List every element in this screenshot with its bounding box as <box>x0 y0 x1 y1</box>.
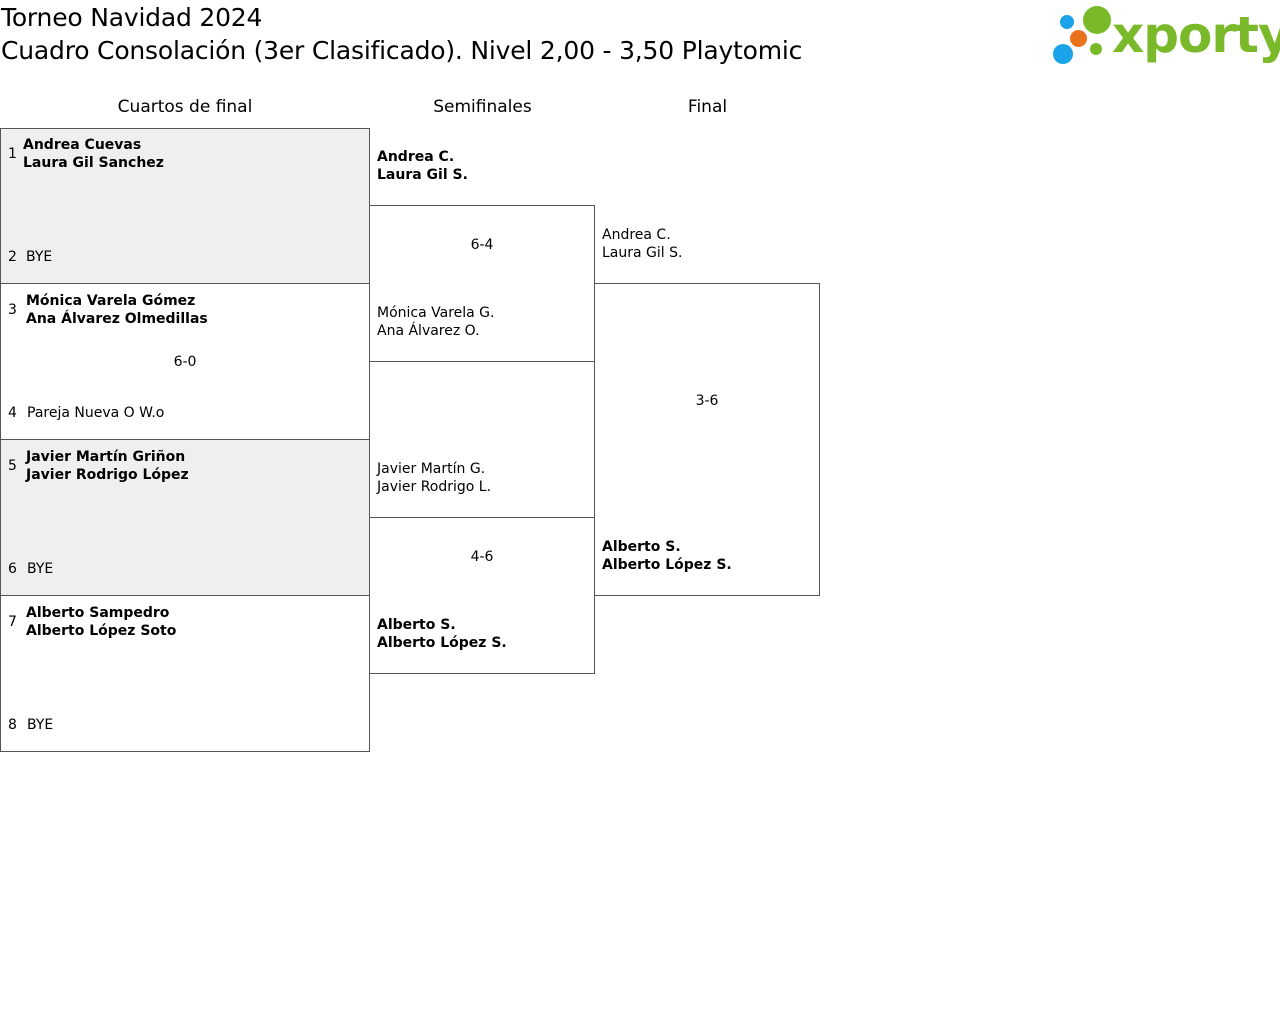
draw-subtitle: Cuadro Consolación (3er Clasificado). Ni… <box>1 36 803 65</box>
seed-number: 1 <box>8 146 17 162</box>
player-name: BYE <box>27 717 54 733</box>
player-name: Laura Gil Sanchez <box>23 155 164 171</box>
match-score: 6-4 <box>470 237 494 253</box>
player-name: Andrea C. <box>602 227 671 243</box>
seed-number: 5 <box>8 458 17 474</box>
quarterfinal-match-3 <box>0 439 370 596</box>
player-name: Andrea C. <box>377 149 455 165</box>
seed-number: 4 <box>8 405 17 421</box>
player-name: Alberto López Soto <box>26 623 177 639</box>
logo-dot-icon <box>1090 43 1102 55</box>
tournament-title: Torneo Navidad 2024 <box>1 3 263 32</box>
player-name: Alberto S. <box>602 539 681 555</box>
logo-dot-icon <box>1070 30 1087 47</box>
player-name: BYE <box>26 249 53 265</box>
seed-number: 2 <box>8 249 17 265</box>
logo-dot-icon <box>1083 6 1111 34</box>
match-score: 4-6 <box>470 549 494 565</box>
player-name: Andrea Cuevas <box>23 137 142 153</box>
player-name: Javier Rodrigo L. <box>377 479 492 495</box>
player-name: Mónica Varela Gómez <box>26 293 196 309</box>
player-name: Ana Álvarez O. <box>377 323 480 339</box>
player-name: BYE <box>27 561 54 577</box>
match-score: 3-6 <box>695 393 719 409</box>
player-name: Alberto López S. <box>377 635 507 651</box>
seed-number: 7 <box>8 614 17 630</box>
player-name: Laura Gil S. <box>602 245 683 261</box>
player-name: Pareja Nueva O W.o <box>27 405 165 421</box>
player-name: Javier Martín G. <box>377 461 486 477</box>
logo-dot-icon <box>1060 15 1074 29</box>
player-name: Alberto S. <box>377 617 456 633</box>
seed-number: 3 <box>8 302 17 318</box>
player-name: Alberto López S. <box>602 557 732 573</box>
player-name: Alberto Sampedro <box>26 605 170 621</box>
quarterfinal-match-1 <box>0 128 370 284</box>
seed-number: 8 <box>8 717 17 733</box>
column-header-final: Final <box>687 97 728 117</box>
player-name: Javier Martín Griñon <box>26 449 186 465</box>
seed-number: 6 <box>8 561 17 577</box>
column-header-quarterfinals: Cuartos de final <box>117 97 253 117</box>
logo-dot-icon <box>1053 44 1073 64</box>
player-name: Ana Álvarez Olmedillas <box>26 311 208 327</box>
xporty-logo: xporty <box>1050 2 1280 68</box>
player-name: Mónica Varela G. <box>377 305 495 321</box>
player-name: Laura Gil S. <box>377 167 468 183</box>
final-match <box>594 283 820 596</box>
logo-wordmark: xporty <box>1112 6 1280 64</box>
column-header-semifinals: Semifinales <box>433 97 532 117</box>
match-score: 6-0 <box>173 354 197 370</box>
player-name: Javier Rodrigo López <box>26 467 189 483</box>
